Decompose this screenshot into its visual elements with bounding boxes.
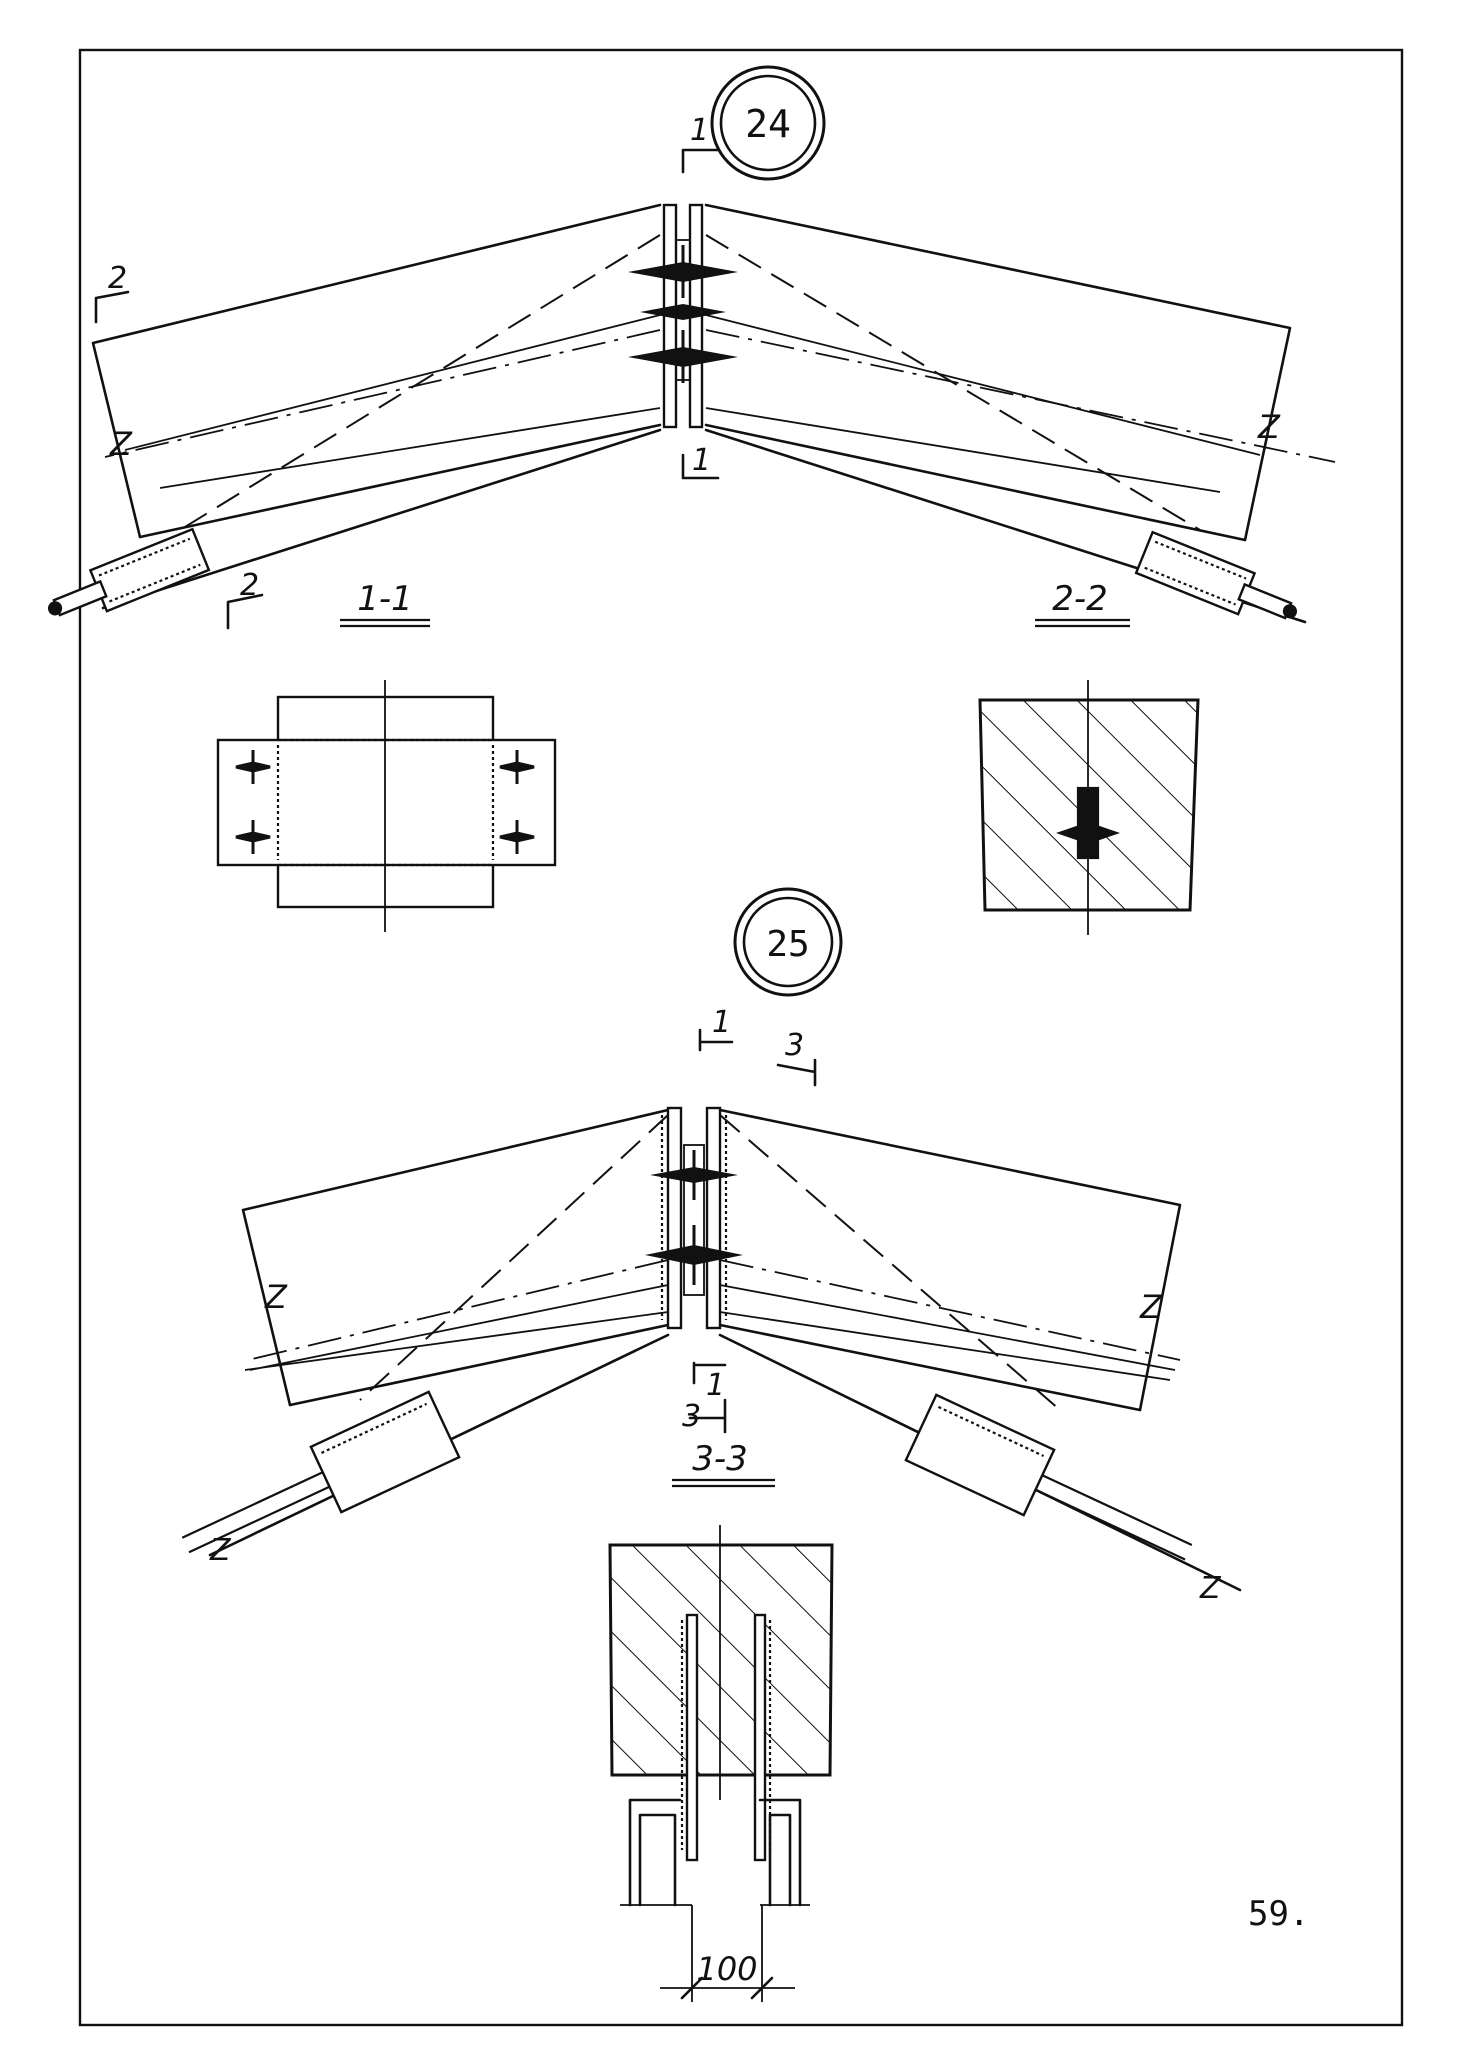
beam-24-right-rebar [705,234,1201,531]
section-mark-1-top [681,148,720,174]
beam-25-left-outline [241,1108,670,1407]
section-mark-2-bottom [226,593,264,630]
anchor-24-right [1134,530,1298,620]
section-mark-1-d25-bottom [692,1361,727,1385]
sheet-border [78,48,1404,2027]
dimension-100-extension-lines [691,1905,763,2002]
beam-25-right-rebar [719,1114,1061,1411]
plate-25-welds [660,1115,728,1320]
section-2-2-group: 2-2 [978,579,1200,935]
section-3-3-plate-left [685,1613,699,1862]
break-symbol-25-right-rod: Z [1199,1571,1222,1606]
section-2-2-underline [1035,618,1130,628]
section-3-3-concrete [608,1543,834,1777]
beam-24-left-rebar [179,234,661,531]
section-mark-1-bottom-label: 1 [692,443,711,478]
beam-24-left-outline [91,203,662,539]
dimension-100-ticks [680,1976,774,2000]
bolt-25-top [650,1150,738,1200]
section-1-1-bolt-bl [235,820,271,854]
section-mark-2-top [94,290,130,324]
beam-25-right-soffit [718,1323,1142,1412]
section-3-3-group: 3-3 100 [608,1439,834,2002]
detail-25-circle-outer [733,887,843,997]
detail-24-number: 24 [745,102,791,146]
break-symbol-24-right: Z [1257,408,1281,446]
section-1-1-group: 1-1 [216,579,557,932]
section-1-1-welds-v [276,745,495,860]
detail-25-number: 25 [766,924,809,965]
detail-24-group: 24 [47,65,1336,630]
section-3-3-plate-right [753,1613,767,1862]
beam-25-right-internal [719,1284,1176,1381]
section-3-3-title: 3-3 [692,1439,748,1479]
break-symbol-25-left: Z [264,1278,288,1316]
section-mark-2-top-label: 2 [108,261,127,296]
beam-25-left-axis [247,1259,669,1361]
beam-24-right-axis [705,329,1336,463]
section-1-1-title: 1-1 [357,579,413,619]
break-symbol-24-left: Z [109,425,133,463]
section-mark-3-d25-top-label: 3 [785,1028,804,1063]
anchor-24-left [47,527,211,617]
beam-24-right-soffit [704,423,1247,542]
anchor-25-right [904,1393,1193,1561]
section-mark-3-d25-bottom-label: 3 [682,1399,701,1434]
bolt-24-top [628,245,738,298]
section-3-3-welds [680,1620,772,1850]
bolt-25-bottom [645,1225,743,1285]
beam-25-right-axis [719,1259,1181,1361]
plate-25-splice [683,1144,705,1296]
section-mark-2-bottom-label: 2 [240,568,259,603]
section-2-2-bolt [1056,822,1120,844]
section-mark-1-d25-bottom-label: 1 [706,1368,725,1403]
beam-24-left-soffit [138,423,662,539]
section-3-3-supports [628,1798,802,1907]
section-2-2-title: 2-2 [1052,579,1108,619]
section-1-1-horizontal-plate [216,738,557,867]
detail-24-circle-outer [710,65,826,181]
beam-24-right-outline [704,203,1292,542]
section-mark-1-top-label: 1 [690,113,709,148]
detail-24-circle-inner [719,74,817,172]
section-mark-1-d25-top [698,1028,734,1052]
section-3-3-support-inner [638,1813,792,1907]
page-number: 59. [1248,1894,1309,1934]
beam-24-left-internal [124,314,661,489]
section-mark-1-d25-top-label: 1 [712,1005,731,1040]
section-1-1-bolt-tl [235,750,271,784]
rafter-24-left [101,428,662,610]
section-1-1-bolt-tr [499,750,535,784]
bolt-24-bottom [628,330,738,383]
section-mark-1-bottom [681,453,720,480]
section-3-3-underline [672,1478,775,1488]
break-symbol-25-right: Z [1139,1288,1163,1326]
beam-25-left-soffit [288,1323,670,1407]
beam-24-left-axis [104,329,661,458]
detail-25-group: 25 1 3 [181,887,1242,1606]
dimension-100-value: 100 [696,1950,757,1988]
beam-25-left-internal [244,1284,669,1371]
beam-25-right-outline [718,1108,1182,1412]
plate-25-left [666,1106,683,1330]
break-symbol-25-left-rod: Z [209,1533,232,1568]
anchor-25-left [181,1390,461,1554]
plate-25-right [705,1106,722,1330]
beam-24-right-internal [705,314,1261,493]
detail-25-circle-inner [742,896,834,988]
section-mark-3-d25-bottom [688,1398,727,1434]
section-mark-3-d25-top [776,1058,817,1087]
bolt-24-mid [640,304,726,320]
section-1-1-bolt-br [499,820,535,854]
section-1-1-underline [340,618,430,628]
beam-25-left-rebar [359,1114,669,1401]
